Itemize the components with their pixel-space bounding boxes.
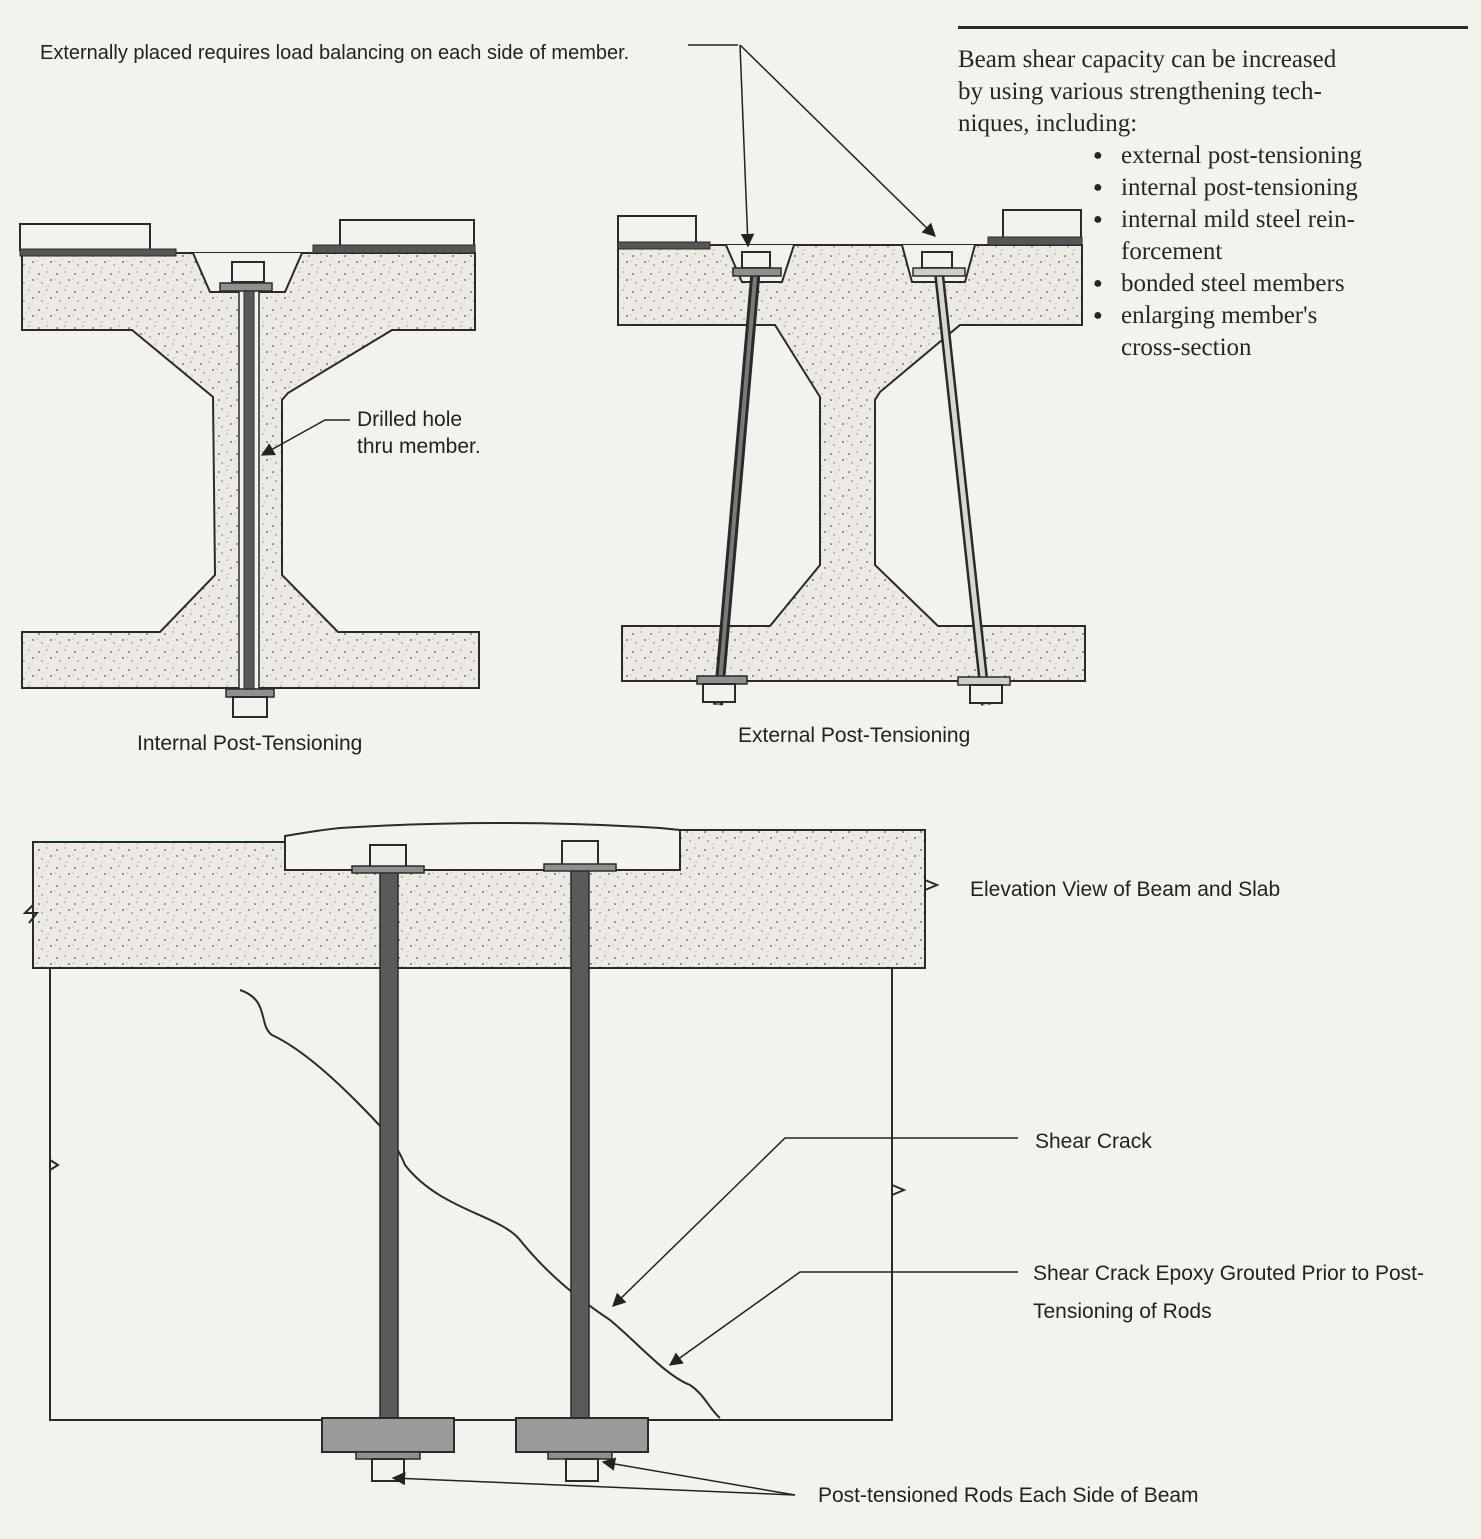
technique-list: external post-tensioning internal post-t… bbox=[958, 140, 1428, 364]
internal-bottom-plate bbox=[225, 688, 275, 698]
external-left-bottom-plate bbox=[696, 675, 748, 685]
internal-right-wearing-block bbox=[339, 219, 475, 249]
leader-to-left-external-rod bbox=[739, 44, 755, 248]
elevation-web bbox=[49, 967, 893, 1421]
left-break-line bbox=[22, 904, 40, 924]
side-note: Beam shear capacity can be increased by … bbox=[958, 26, 1468, 364]
external-right-bottom-plate bbox=[957, 676, 1011, 686]
shear-crack bbox=[239, 989, 721, 1419]
internal-left-wearing-block bbox=[19, 223, 151, 251]
elevation-right-rod bbox=[570, 859, 590, 1479]
drilled-hole-label-line1: Drilled hole bbox=[357, 408, 463, 431]
internal-caption: Internal Post-Tensioning bbox=[137, 732, 363, 755]
internal-rod bbox=[243, 275, 255, 714]
technique-item: external post-tensioning bbox=[1093, 140, 1428, 172]
elevation-left-top-plate bbox=[351, 865, 425, 874]
leader-epoxy-grout bbox=[668, 1271, 1018, 1366]
external-left-wearing-block bbox=[617, 215, 697, 244]
elevation-right-top-plate bbox=[543, 863, 617, 872]
leader-shear-crack bbox=[612, 1137, 1018, 1307]
epoxy-label-line1: Shear Crack Epoxy Grouted Prior to Post- bbox=[1033, 1262, 1424, 1285]
external-left-deck-plate bbox=[617, 241, 711, 250]
upper-leaders bbox=[260, 44, 936, 456]
elevation-view bbox=[22, 822, 940, 1482]
elevation-right-bottom-nut bbox=[565, 1458, 599, 1482]
internal-top-nut bbox=[231, 261, 265, 283]
rods-label: Post-tensioned Rods Each Side of Beam bbox=[818, 1484, 1199, 1507]
internal-bottom-nut bbox=[232, 696, 268, 718]
leader-rods-right bbox=[601, 1457, 796, 1496]
leader-to-right-external-rod bbox=[739, 44, 936, 237]
internal-section bbox=[19, 219, 480, 718]
external-left-bottom-nut bbox=[702, 683, 736, 703]
external-right-rod-core bbox=[934, 254, 989, 706]
technique-item: internal post-tensioning bbox=[1093, 172, 1428, 204]
external-right-bottom-nut bbox=[969, 684, 1003, 704]
external-left-top-plate bbox=[732, 267, 782, 277]
external-ibeam-outline bbox=[617, 244, 1086, 682]
elevation-left-bearing-block bbox=[321, 1417, 455, 1453]
technique-item: internal mild steel rein- bbox=[1093, 204, 1428, 236]
elevation-right-bottom-plate bbox=[547, 1451, 613, 1460]
external-section bbox=[617, 209, 1086, 706]
technique-item-continued: forcement bbox=[1121, 238, 1223, 265]
internal-left-deck-plate bbox=[19, 248, 177, 257]
elevation-right-bearing-block bbox=[515, 1417, 649, 1453]
elevation-slab bbox=[32, 829, 926, 969]
elevation-left-top-nut bbox=[369, 844, 407, 868]
external-right-top-nut bbox=[921, 251, 953, 269]
side-note-intro-line3: niques, including: bbox=[958, 110, 1138, 137]
technique-item: enlarging member's bbox=[1093, 300, 1428, 332]
internal-top-plate bbox=[219, 282, 273, 292]
elevation-slab-recess-top bbox=[284, 822, 681, 842]
external-caption: External Post-Tensioning bbox=[738, 724, 971, 747]
side-note-rule bbox=[958, 26, 1468, 29]
technique-item-continued: cross-section bbox=[1121, 334, 1252, 361]
lower-leaders bbox=[391, 1137, 1018, 1496]
web-right-break bbox=[891, 1184, 907, 1196]
side-note-intro-line1: Beam shear capacity can be increased bbox=[958, 46, 1337, 73]
external-placement-note: Externally placed requires load balancin… bbox=[40, 42, 630, 64]
elevation-right-top-nut bbox=[561, 840, 599, 866]
leader-to-drilled-hole bbox=[260, 419, 350, 456]
external-left-rod-core bbox=[716, 254, 759, 706]
external-right-deck-plate bbox=[987, 236, 1083, 246]
elevation-left-bottom-plate bbox=[355, 1451, 421, 1460]
technique-item: bonded steel members bbox=[1093, 268, 1428, 300]
internal-right-deck-plate bbox=[312, 244, 476, 254]
shear-crack-label: Shear Crack bbox=[1035, 1130, 1152, 1153]
side-note-intro-line2: by using various strengthening tech- bbox=[958, 78, 1322, 105]
right-break-line bbox=[924, 879, 940, 891]
epoxy-label-line2: Tensioning of Rods bbox=[1033, 1300, 1212, 1323]
web-left-break bbox=[49, 1159, 60, 1171]
elevation-caption: Elevation View of Beam and Slab bbox=[970, 878, 1281, 901]
external-left-top-nut bbox=[741, 251, 771, 269]
elevation-left-rod bbox=[379, 859, 399, 1479]
leader-rods-left bbox=[391, 1471, 796, 1496]
drilled-hole-label-line2: thru member. bbox=[357, 435, 481, 458]
external-right-top-plate bbox=[912, 267, 966, 277]
